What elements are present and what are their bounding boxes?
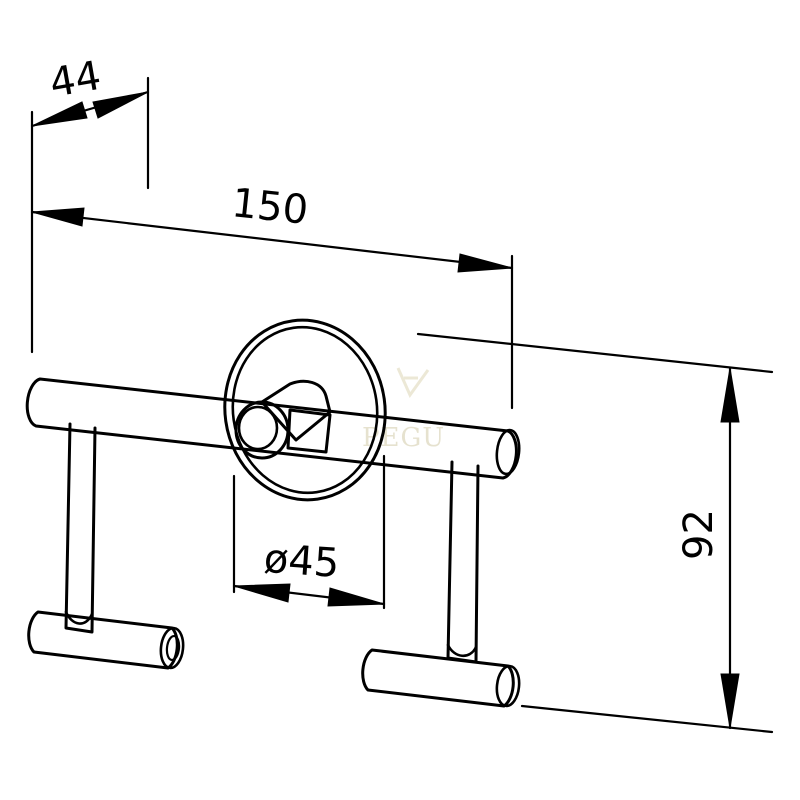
left-bottom-bar	[27, 610, 185, 670]
dimension-44-label: 44	[46, 53, 104, 107]
arrow-icon	[233, 583, 291, 603]
dimension-diameter-45-label: ø45	[262, 536, 340, 587]
watermark-logo-icon	[396, 367, 430, 398]
holder-drawing	[25, 318, 521, 708]
arrow-icon	[327, 587, 385, 607]
dimension-150-label: 150	[230, 180, 311, 234]
arrow-icon	[92, 91, 149, 119]
dimension-diameter-45: ø45	[232, 454, 386, 610]
arrow-icon	[457, 253, 513, 273]
arrow-icon	[720, 367, 740, 423]
dimension-92: 92	[416, 332, 774, 734]
dimension-92-label: 92	[676, 509, 722, 560]
center-bracket	[234, 379, 332, 460]
arrow-icon	[31, 207, 85, 227]
dimension-44: 44	[30, 53, 150, 354]
dimension-150: 150	[30, 180, 514, 410]
right-bottom-bar	[361, 648, 521, 708]
top-bar	[25, 377, 521, 480]
arrow-icon	[720, 673, 740, 729]
left-leg	[64, 422, 97, 634]
right-leg	[446, 460, 480, 664]
arrow-icon	[31, 101, 88, 127]
wall-rosette	[223, 318, 387, 502]
